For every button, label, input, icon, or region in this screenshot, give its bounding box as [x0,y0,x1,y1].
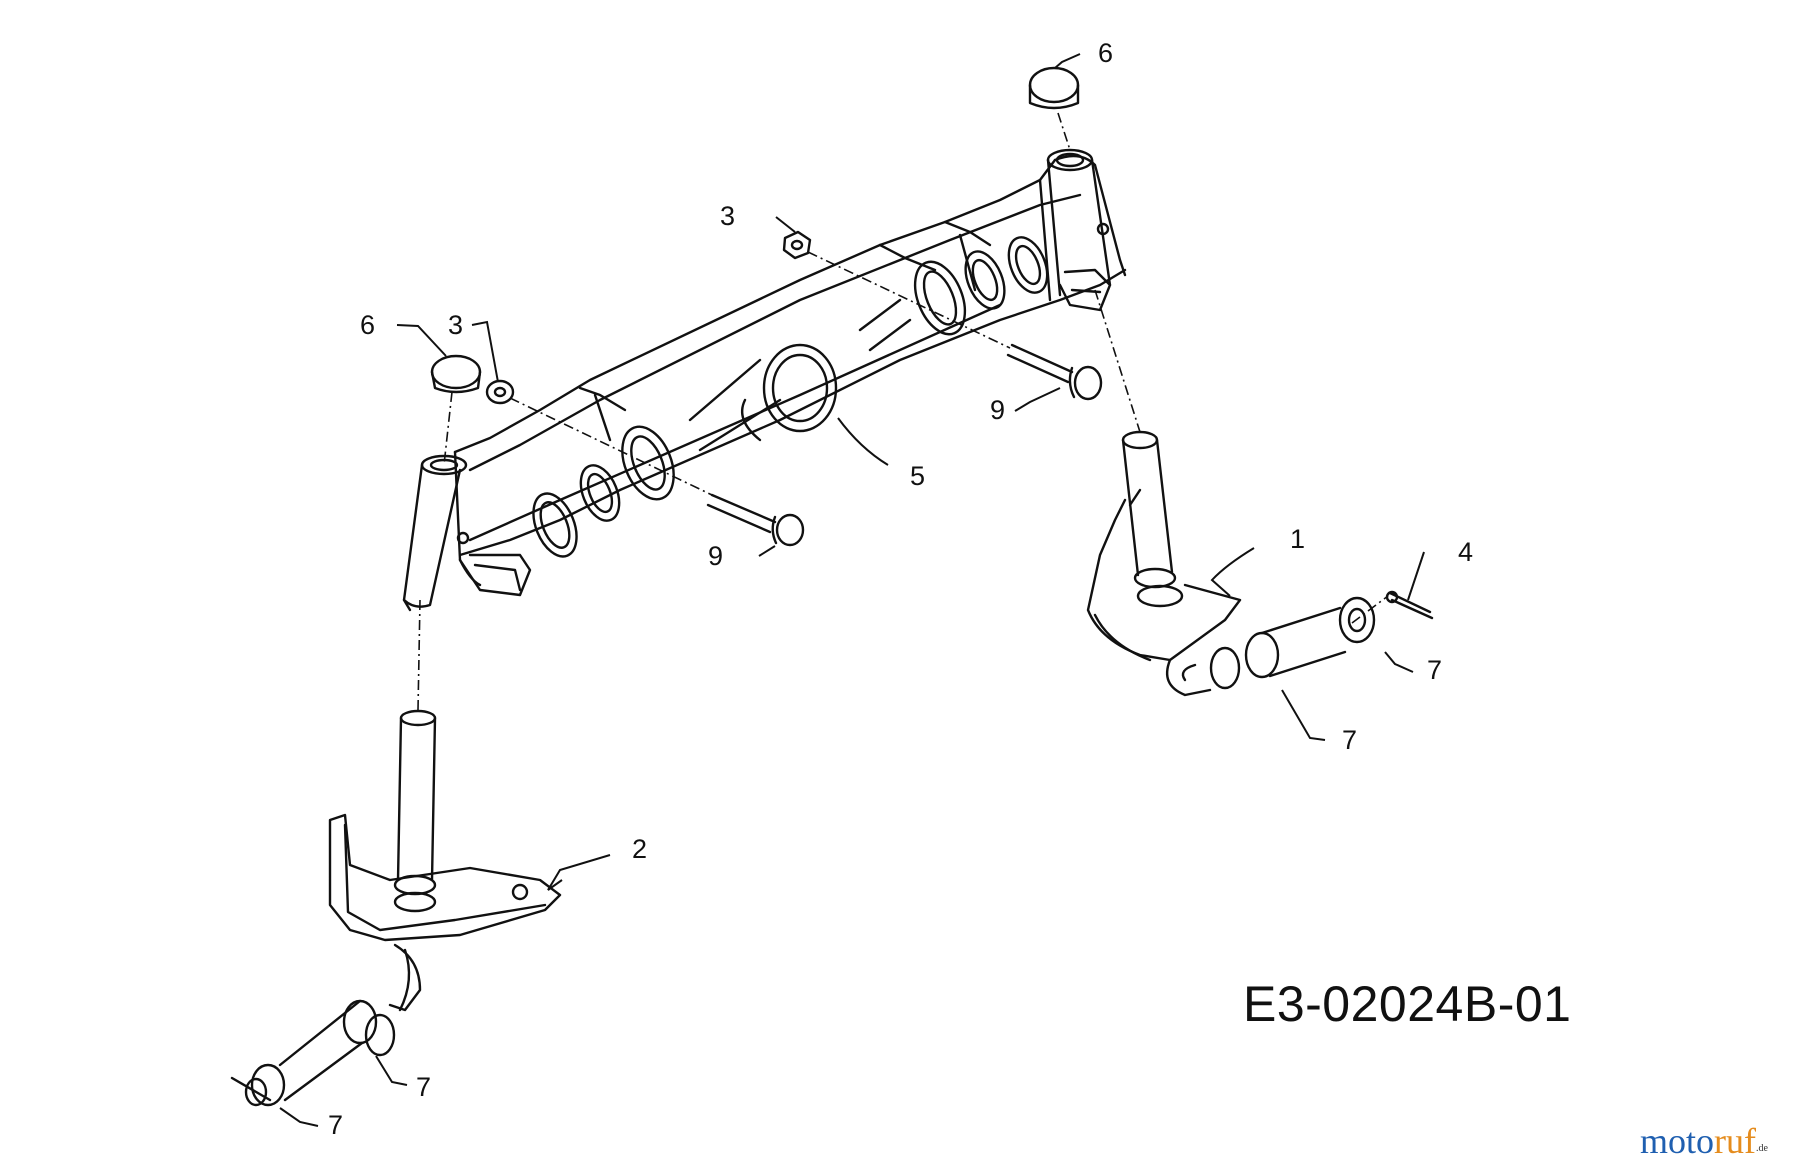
cap-right [1028,66,1080,110]
axle-beam [453,154,1127,597]
callout-part-6-right: 6 [1098,38,1114,68]
callout-part-7-c: 7 [416,1072,432,1102]
callout-part-7-d: 7 [328,1110,344,1140]
watermark-part-1: moto [1640,1121,1715,1161]
callout-part-9-left: 9 [708,541,724,571]
left-spindle [230,709,562,1107]
bolt-left [706,493,805,547]
callout-part-9-right: 9 [990,395,1006,425]
callout-part-3-left: 3 [448,310,464,340]
callout-part-6-left: 6 [360,310,376,340]
motoruf-watermark: motoruf.de [1640,1120,1768,1162]
cap-left [430,354,482,394]
callout-part-7-b: 7 [1342,725,1358,755]
nut-left [485,379,515,405]
callout-part-5: 5 [910,461,926,491]
drawing-code: E3-02024B-01 [1243,976,1572,1032]
callout-part-4: 4 [1458,537,1474,567]
callout-part-2: 2 [632,834,648,864]
right-spindle [1086,430,1376,697]
nut-right [782,230,812,260]
watermark-suffix: .de [1756,1143,1768,1154]
watermark-part-2: ruf [1714,1121,1756,1161]
callout-part-3-right: 3 [720,201,736,231]
right-pivot-tube [1046,148,1112,297]
callout-part-1: 1 [1290,524,1306,554]
leader-lines [279,53,1425,1127]
callout-part-7-a: 7 [1427,655,1443,685]
bolt-right [1006,343,1103,401]
